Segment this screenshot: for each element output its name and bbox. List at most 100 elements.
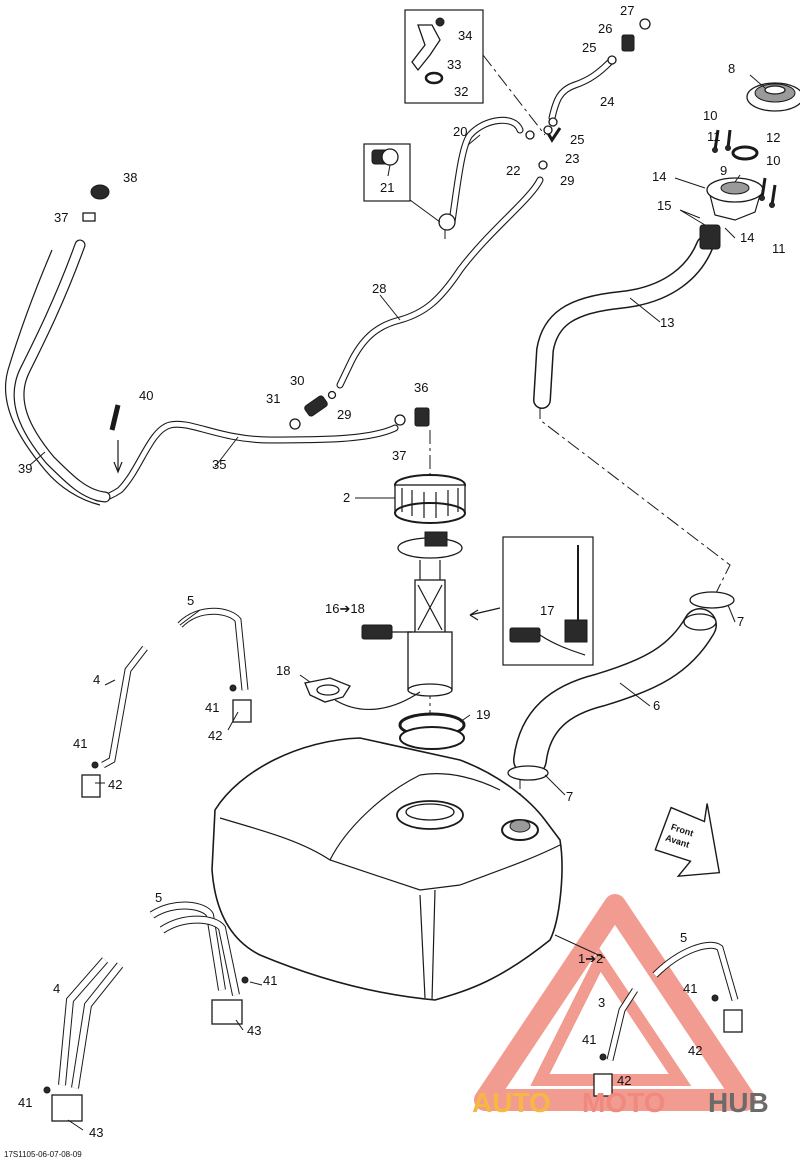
callout-7: 7 [566,789,573,804]
inset-clamp-21 [371,148,456,231]
callout-27: 27 [620,3,634,18]
callout-15: 15 [657,198,671,213]
callout-41: 41 [73,736,87,751]
callout-12: 12 [766,130,780,145]
callout-34: 34 [458,28,472,43]
callout-39: 39 [18,461,32,476]
strap-3-right [593,988,638,1097]
callout-32: 32 [454,84,468,99]
callout-3: 3 [598,995,605,1010]
strap-5-right [652,941,743,1033]
filler-neck-hose-13 [533,236,714,409]
hose-clamp-7-lower [507,765,549,781]
callout-4: 4 [93,672,100,687]
callout-11: 11 [772,241,786,256]
callout-38: 38 [123,170,137,185]
seal-ring-12 [731,145,759,161]
callout-35: 35 [212,457,226,472]
lock-ring-2 [394,474,466,524]
fuel-hose-35 [91,420,399,502]
fuel-hose-39 [4,239,111,506]
watermark-text: AUTO MOTO HUB [472,1087,769,1118]
callout-29: 29 [337,407,351,422]
straps-4-lower [51,957,124,1122]
diagram-reference-code: 17S1105-06-07-08-09 [4,1150,82,1159]
rollover-valve-26 [607,18,651,65]
callout-41: 41 [18,1095,32,1110]
inset-box-sender [502,536,594,666]
vent-hose-20 [448,116,524,226]
callout-41: 41 [582,1032,596,1047]
callout-5: 5 [155,890,162,905]
bolts-41 [43,684,719,1094]
callout-9: 9 [720,163,727,178]
clamp-38 [82,184,110,222]
front-direction-arrow: Front Avant [654,803,721,877]
fuel-tank-1 [211,737,563,1001]
strap-4-upper [81,645,148,798]
callout-labels: 2 1➔2 3 4 4 5 5 5 6 7 7 8 9 10 10 11 11 … [18,3,786,1140]
callout-10: 10 [766,153,780,168]
callout-5: 5 [680,930,687,945]
callout-40: 40 [139,388,153,403]
vent-hose-28 [336,176,544,389]
inset-box-clamp [363,143,411,202]
callout-26: 26 [598,21,612,36]
fuel-level-sender-17 [469,545,588,656]
gasket-19 [398,712,466,750]
callout-18: 18 [276,663,290,678]
callout-41: 41 [263,973,277,988]
callout-41: 41 [205,700,219,715]
gasket-18 [304,677,421,711]
screws-10-11 [712,129,777,208]
callout-29: 29 [560,173,574,188]
filler-neck-end [699,224,721,250]
callout-37: 37 [54,210,68,225]
callout-36: 36 [414,380,428,395]
callout-19: 19 [476,707,490,722]
leader-lines [29,74,766,1131]
straps-5-lower [149,901,243,1025]
callout-2: 2 [343,490,350,505]
callout-42: 42 [108,777,122,792]
callout-33: 33 [447,57,461,72]
callout-42: 42 [617,1073,631,1088]
callout-25: 25 [582,40,596,55]
callout-42: 42 [208,728,222,743]
inset-bracket-parts [411,17,445,85]
callout-24: 24 [600,94,614,109]
callout-11: 11 [707,129,721,144]
callout-30: 30 [290,373,304,388]
callout-8: 8 [728,61,735,76]
vent-hose-24 [548,58,614,122]
callout-21: 21 [380,180,394,195]
callout-14: 14 [652,169,666,184]
callout-31: 31 [266,391,280,406]
callout-25: 25 [570,132,584,147]
watermark-part1: AUTO [472,1087,551,1118]
callout-28: 28 [372,281,386,296]
cable-tie-40 [109,404,121,431]
callout-1-to-2: 1➔2 [578,951,603,966]
callout-13: 13 [660,315,674,330]
fuel-filter-30 [289,390,337,430]
callout-4: 4 [53,981,60,996]
callout-22: 22 [506,163,520,178]
callout-41: 41 [683,981,697,996]
watermark-part2: MOTO [582,1087,665,1118]
callout-17: 17 [540,603,554,618]
watermark-part3: HUB [708,1087,769,1118]
hose-clamp-7-upper [689,591,735,609]
inset-box-bracket [404,9,484,104]
callout-14: 14 [740,230,754,245]
callout-43: 43 [89,1125,103,1140]
fuel-pump-module-16 [361,531,463,697]
filler-flange-9 [706,177,764,221]
tee-fitting-23 [525,117,562,170]
callout-16-to-18: 16➔18 [325,601,365,616]
callout-42: 42 [688,1043,702,1058]
callout-20: 20 [453,124,467,139]
callout-37: 37 [392,448,406,463]
callout-6: 6 [653,698,660,713]
